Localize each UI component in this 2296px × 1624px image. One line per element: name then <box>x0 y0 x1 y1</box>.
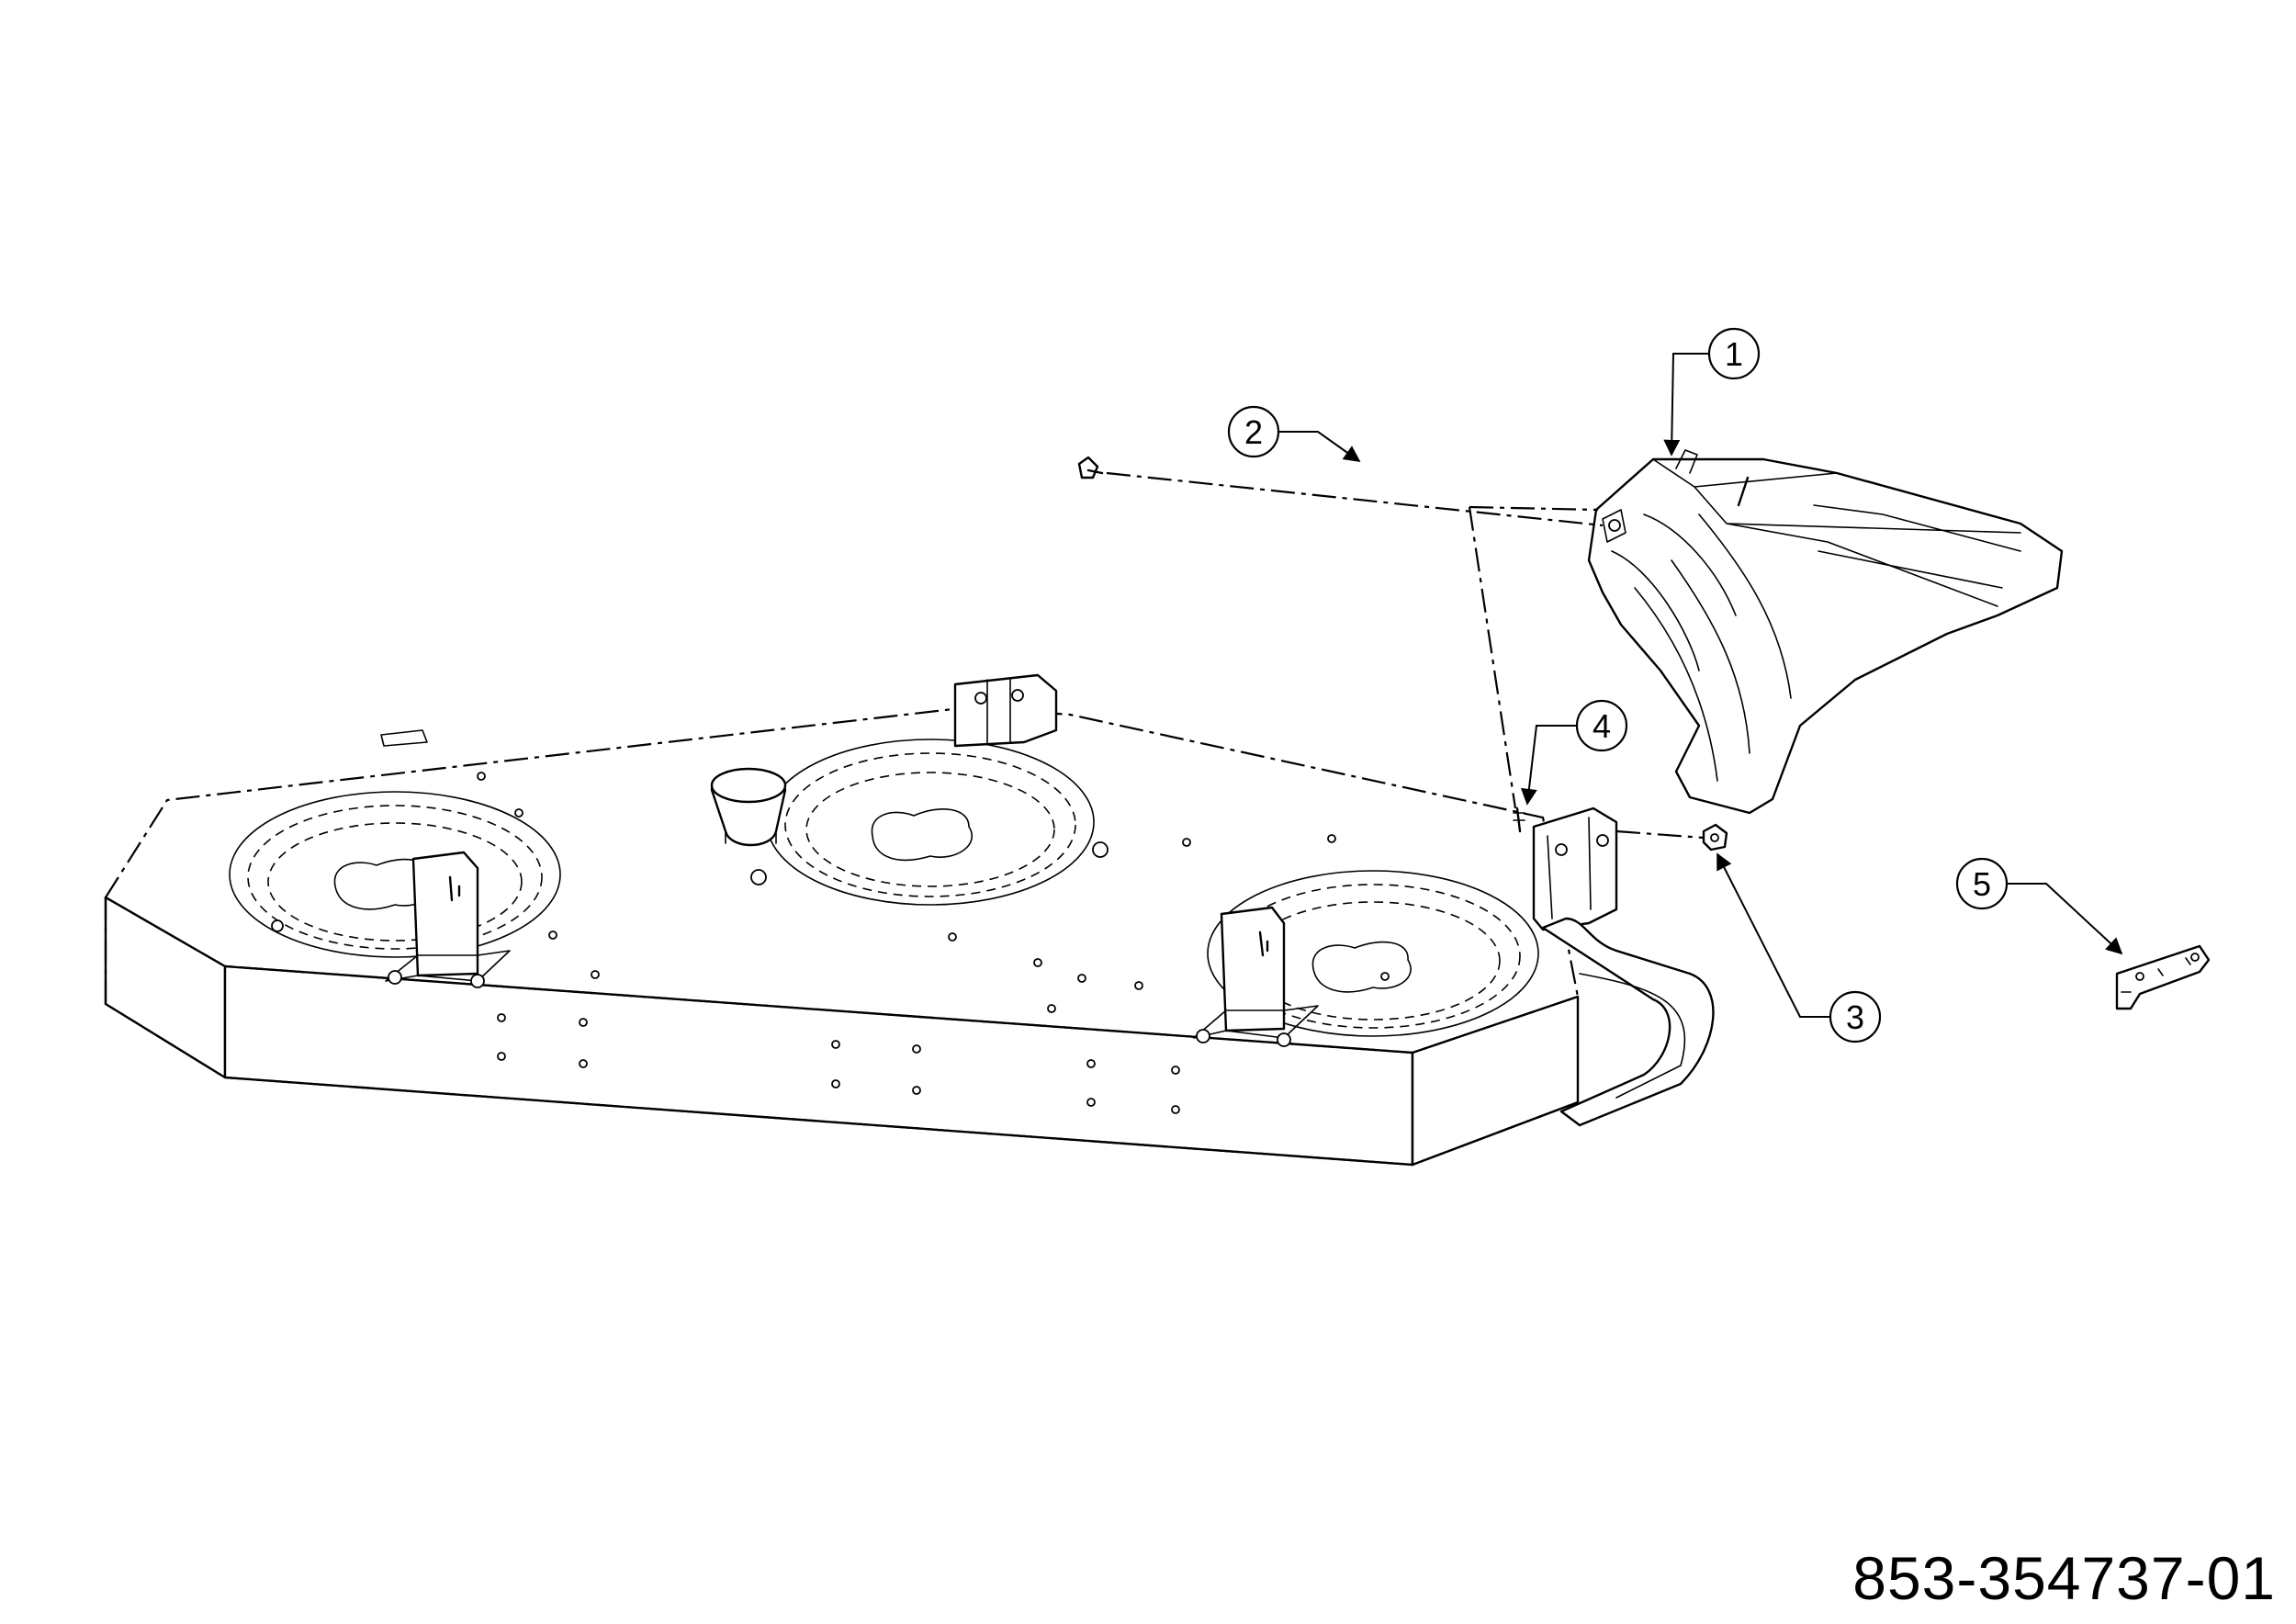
callout-label: 3 <box>1846 998 1864 1036</box>
callout-label: 4 <box>1593 707 1611 745</box>
mower-deck <box>104 673 1715 1167</box>
chute-mount-bracket <box>1532 806 1715 1127</box>
rear-hanger-bracket <box>953 673 1058 748</box>
callout-label: 1 <box>1725 335 1743 373</box>
bolt <box>1077 456 1104 479</box>
skirt-holes <box>497 1013 1180 1114</box>
chute-bracket <box>2115 944 2211 1010</box>
nut <box>1702 823 1728 851</box>
assembly-lines <box>1106 471 1705 840</box>
callout-5: 5 <box>1955 857 2123 955</box>
callout-4: 4 <box>1520 699 1628 806</box>
deck-holes <box>271 772 1390 1013</box>
callout-3: 3 <box>1716 852 1882 1043</box>
callout-label: 5 <box>1973 865 1991 903</box>
idler-pulley <box>710 767 787 847</box>
callout-label: 2 <box>1244 413 1263 451</box>
callout-1: 1 <box>1663 327 1761 457</box>
pin <box>1513 806 1525 833</box>
center-spindle-well <box>766 739 1095 906</box>
discharge-chute <box>1587 449 2064 815</box>
right-front-hanger-bracket <box>1193 906 1319 1047</box>
part-number: 853-354737-01 <box>1852 1544 2276 1612</box>
deck-tab <box>380 729 428 747</box>
left-spindle-well <box>229 791 561 958</box>
callout-2: 2 <box>1227 405 1361 463</box>
left-front-hanger-bracket <box>385 851 511 988</box>
